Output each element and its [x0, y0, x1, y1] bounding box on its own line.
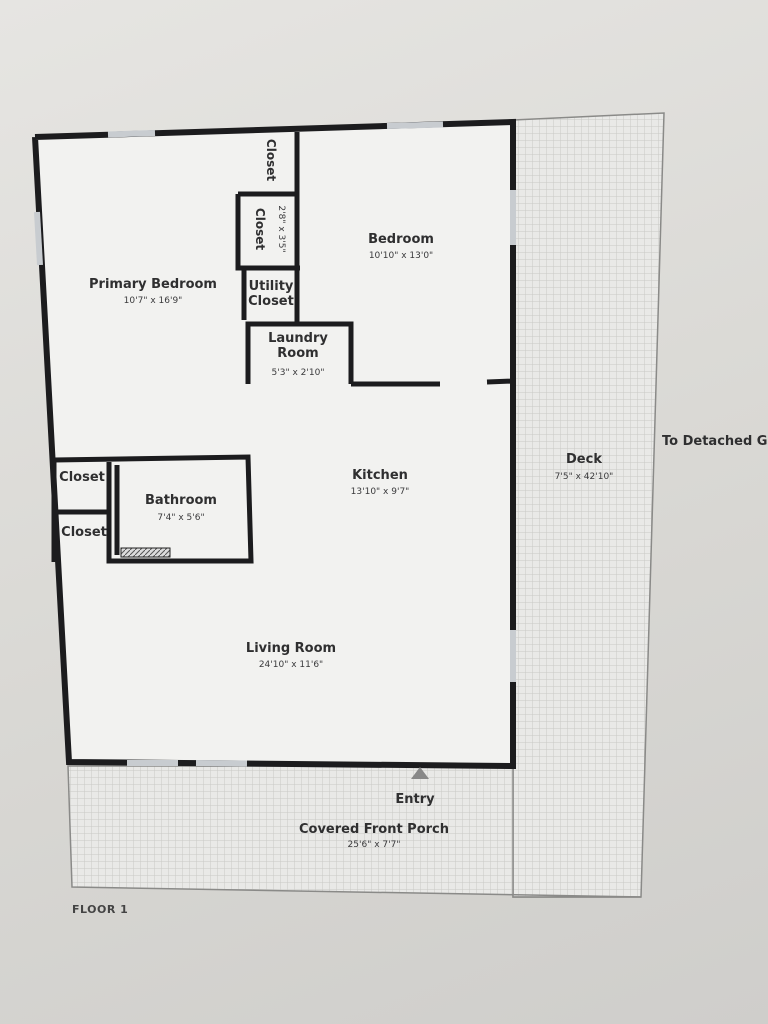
porch-dims: 25'6" x 7'7": [347, 840, 401, 850]
bedroom-label: Bedroom: [368, 231, 434, 247]
closet-mid-dims: 2'8" x 3'5": [276, 205, 286, 253]
exterior-walls: [32, 118, 516, 770]
interior-walls: [51, 132, 514, 564]
detached-garage-note: To Detached G: [662, 434, 768, 449]
interior-floor: [34, 122, 513, 766]
living-room-label: Living Room: [245, 640, 337, 656]
deck-area: [512, 112, 665, 898]
closet-top-label: Closet: [264, 138, 278, 182]
closet-mid-label: Closet: [253, 207, 267, 251]
living-room-dims: 24'10" x 11'6": [258, 660, 324, 670]
laundry-room-label: Laundry Room: [268, 331, 328, 361]
entry-label: Entry: [395, 791, 435, 807]
primary-bedroom-label: Primary Bedroom: [89, 276, 217, 292]
bathroom-fixture: [120, 547, 171, 558]
closet-left-2-label: Closet: [61, 524, 107, 540]
laundry-room-dims: 5'3" x 2'10": [271, 368, 325, 378]
primary-bedroom-dims: 10'7" x 16'9": [123, 296, 183, 306]
closet-left-1-label: Closet: [59, 469, 105, 485]
bathroom-dims: 7'4" x 5'6": [157, 513, 205, 523]
floor-label: FLOOR 1: [72, 903, 129, 916]
bathroom-label: Bathroom: [145, 492, 217, 508]
entry-arrow: [411, 767, 429, 779]
porch-label: Covered Front Porch: [298, 821, 450, 837]
utility-closet-label: Utility Closet: [248, 279, 294, 309]
bedroom-dims: 10'10" x 13'0": [368, 251, 434, 261]
deck-label: Deck: [566, 451, 602, 467]
deck-dims: 7'5" x 42'10": [554, 472, 614, 482]
windows: [34, 121, 516, 767]
kitchen-label: Kitchen: [352, 467, 408, 483]
kitchen-dims: 13'10" x 9'7": [350, 487, 410, 497]
